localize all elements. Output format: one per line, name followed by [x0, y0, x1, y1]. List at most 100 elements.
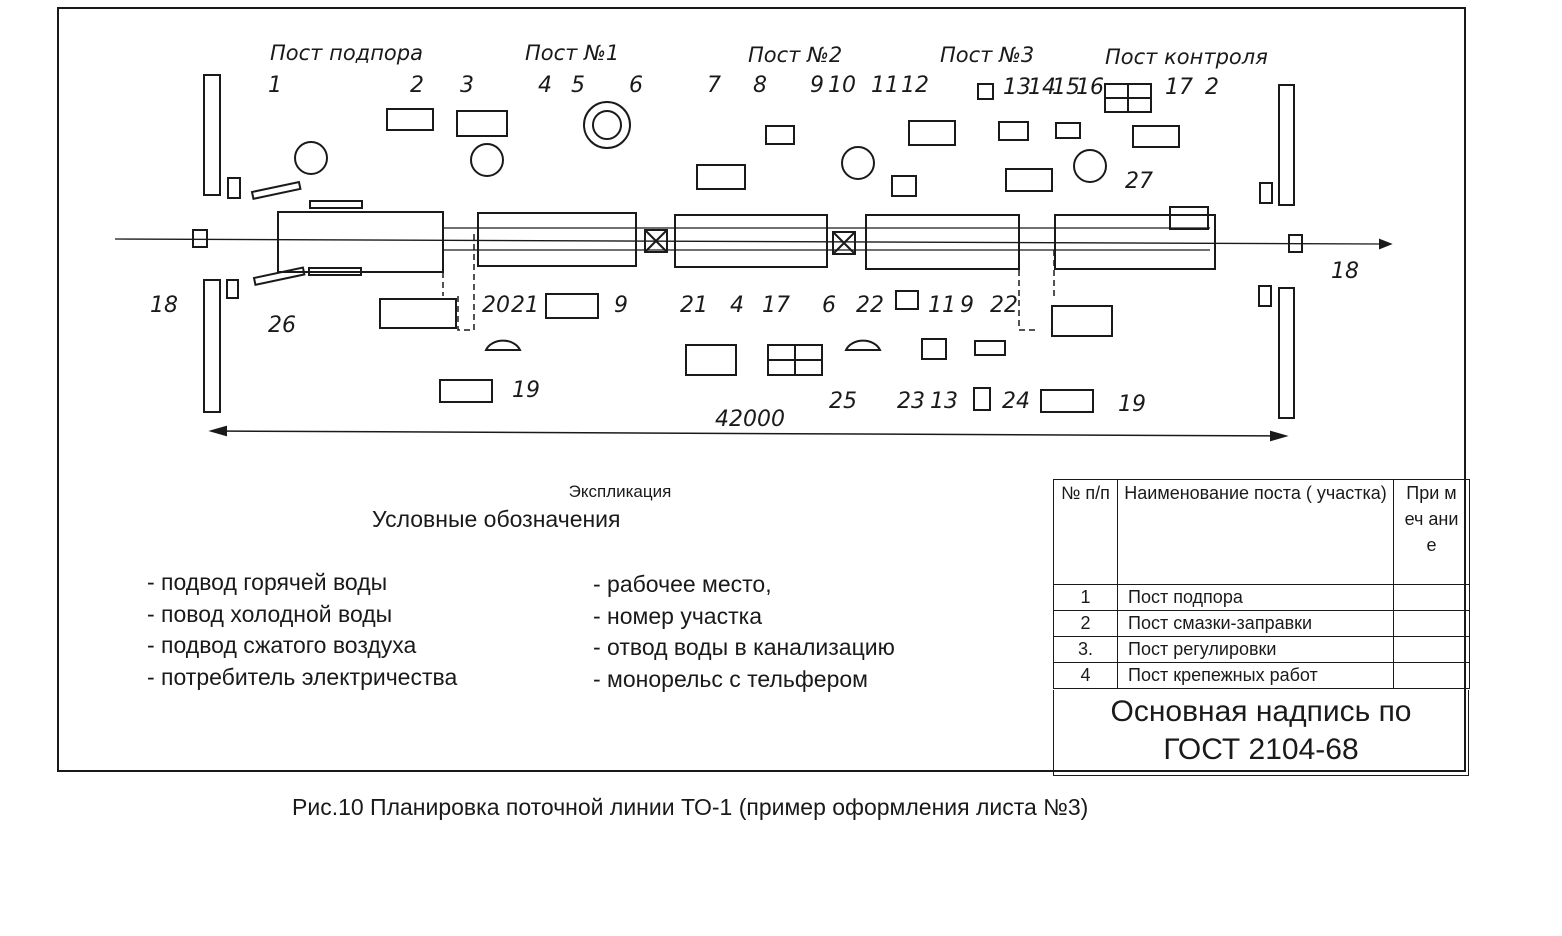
legend-item: - рабочее место, — [593, 571, 772, 597]
left-side-unit-top — [227, 177, 241, 199]
callout: 16 — [1076, 75, 1104, 100]
callout: 15 — [1052, 75, 1080, 100]
legend-item: - отвод воды в канализацию — [593, 634, 895, 660]
gate-right-top — [1278, 84, 1295, 206]
round-station-2 — [470, 143, 504, 177]
figure-caption: Рис.10 Планировка поточной линии ТО-1 (п… — [292, 794, 1089, 820]
legend-item: - подвод сжатого воздуха — [147, 632, 417, 658]
header-name: Наименование поста ( участка) — [1117, 479, 1394, 585]
equipment-8 — [765, 125, 795, 145]
callout: 4 — [730, 293, 744, 318]
callout: 27 — [1125, 169, 1153, 194]
callout: 21 — [680, 293, 708, 318]
callout: 18 — [1331, 259, 1359, 284]
equipment-23 — [921, 338, 947, 360]
post-label-support: Пост подпора — [270, 41, 423, 65]
callout: 26 — [268, 313, 296, 338]
callout: 14 — [1028, 75, 1056, 100]
posts-table: № п/п Наименование поста ( участка) При … — [1053, 479, 1470, 689]
equipment-7 — [696, 164, 746, 190]
table-row: 4 Пост крепежных работ — [1053, 662, 1470, 689]
callout: 23 — [897, 389, 925, 414]
equipment-11-top — [891, 175, 917, 197]
equipment-18-left — [192, 229, 208, 248]
equipment-16 — [1055, 122, 1081, 139]
flow-arrow — [1379, 238, 1393, 250]
title-block-note: Основная надпись по ГОСТ 2104-68 — [1053, 690, 1469, 776]
equipment-6-2 — [832, 231, 856, 255]
equipment-18-right — [1288, 234, 1303, 253]
callout: 8 — [753, 73, 767, 98]
ramp-bottom — [252, 266, 306, 287]
length-dimension: 42000 — [715, 407, 785, 432]
equipment-19-left — [439, 379, 493, 403]
dimension-line — [211, 430, 1286, 437]
post-label-2: Пост №2 — [748, 43, 842, 67]
equipment-2 — [386, 108, 434, 131]
table-row: 2 Пост смазки-заправки — [1053, 610, 1470, 637]
callout: 2 — [1205, 75, 1219, 100]
callout: 9 — [810, 73, 824, 98]
post-1-line — [477, 212, 637, 267]
title-block-line-2: ГОСТ 2104-68 — [1163, 733, 1359, 766]
header-num: № п/п — [1053, 479, 1118, 585]
callout: 18 — [150, 293, 178, 318]
callout: 22 — [856, 293, 884, 318]
callout: 6 — [822, 293, 836, 318]
callout: 12 — [901, 73, 929, 98]
workbench-left — [379, 298, 457, 329]
explication-title: Экспликация — [568, 482, 672, 501]
post-2-line — [674, 214, 828, 268]
drawing-sheet-frame — [57, 7, 1466, 772]
callout: 10 — [828, 73, 856, 98]
equipment-12 — [908, 120, 956, 146]
equipment-25 — [844, 339, 882, 351]
legend-item: - повод холодной воды — [147, 600, 393, 627]
equipment-26 — [226, 279, 239, 299]
equipment-3 — [456, 110, 508, 137]
legend-item: - номер участка — [593, 602, 762, 629]
table-header-row: № п/п Наименование поста ( участка) При … — [1053, 479, 1470, 585]
callout: 22 — [990, 293, 1018, 318]
legend-item: - монорельс с тельфером — [593, 665, 868, 692]
callout: 20 — [482, 293, 510, 318]
callout: 4 — [538, 73, 552, 98]
callout: 13 — [930, 389, 958, 414]
post-label-3: Пост №3 — [940, 43, 1034, 67]
equipment-27 — [1073, 149, 1107, 183]
equipment-6-1 — [644, 229, 668, 253]
legend-title: Условные обозначения — [372, 506, 621, 532]
right-side-unit-bottom — [1258, 285, 1272, 307]
callout: 19 — [512, 378, 540, 403]
table-row: 1 Пост подпора — [1053, 584, 1470, 611]
post-label-control: Пост контроля — [1105, 45, 1268, 69]
legend-left-column: - подвод горячей воды - повод холодной в… — [147, 567, 457, 693]
callout: 25 — [829, 389, 857, 414]
callout: 11 — [928, 293, 956, 318]
control-post-line — [1054, 214, 1216, 270]
right-side-unit-top — [1259, 182, 1273, 204]
callout: 17 — [762, 293, 790, 318]
callout: 21 — [511, 293, 539, 318]
ramp-top — [250, 180, 302, 201]
title-block-line-1: Основная надпись по — [1110, 695, 1412, 728]
post-label-1: Пост №1 — [525, 41, 619, 65]
workbench-right — [1051, 305, 1113, 337]
callout: 1 — [268, 73, 282, 98]
equipment-13-bottom — [973, 387, 991, 411]
callout: 17 — [1165, 75, 1193, 100]
equipment-2-right — [1132, 125, 1180, 148]
equipment-19-right — [1040, 389, 1094, 413]
equipment-14 — [998, 121, 1029, 141]
equipment-5-outer — [583, 101, 631, 149]
callout: 11 — [871, 73, 899, 98]
callout: 5 — [571, 73, 585, 98]
equipment-11-bottom — [895, 290, 919, 310]
header-note: При меч ани е — [1393, 479, 1470, 585]
callout: 6 — [629, 73, 643, 98]
workplace-left — [484, 339, 522, 351]
gate-right-bottom — [1278, 287, 1295, 419]
legend-item: - потребитель электричества — [147, 663, 458, 690]
callout: 24 — [1002, 389, 1030, 414]
